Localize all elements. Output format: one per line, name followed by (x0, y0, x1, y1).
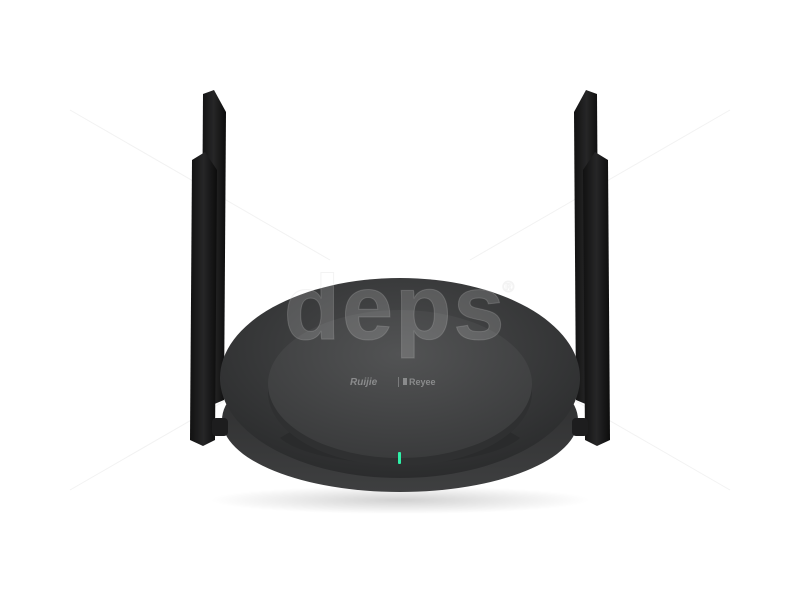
reyee-logo-mark (403, 378, 407, 385)
brand-logo-reyee: Reyee (409, 377, 436, 387)
antenna-hinge-left (212, 418, 228, 436)
antenna-hinge-right (572, 418, 588, 436)
antenna-front-left (190, 152, 228, 446)
status-led (398, 452, 401, 464)
logo-divider (398, 377, 399, 387)
router-top (268, 310, 532, 458)
floor-shadow (210, 486, 590, 514)
brand-logo-ruijie: Ruijie (350, 377, 378, 388)
antenna-front-right (572, 152, 610, 446)
